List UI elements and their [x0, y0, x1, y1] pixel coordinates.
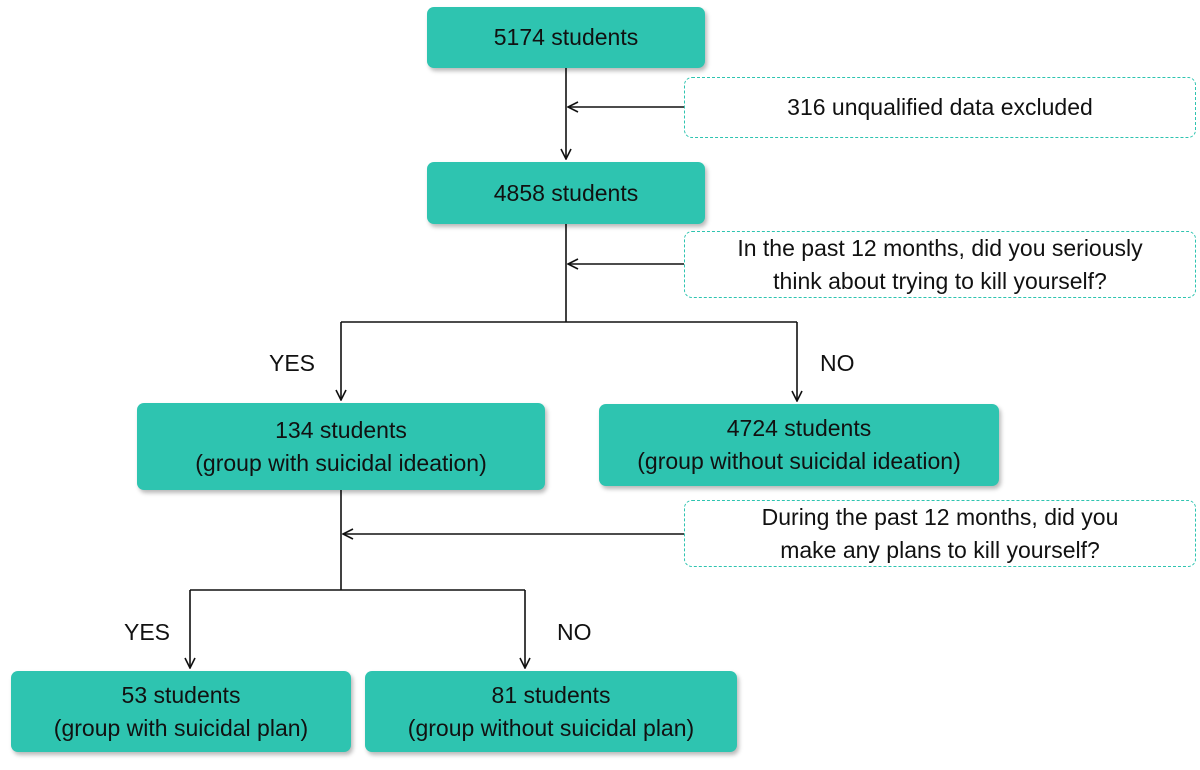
node-ideation-yes-line1: 134 students: [275, 416, 407, 443]
branch-label-yes-2: YES: [124, 619, 171, 645]
node-qualified-line1: 4858 students: [493, 179, 639, 206]
node-question-plan: During the past 12 months, did you make …: [684, 500, 1196, 567]
node-question-ideation-line1: In the past 12 months, did you seriously: [737, 234, 1143, 261]
node-excluded-note: 316 unqualified data excluded: [684, 77, 1196, 138]
branch-label-no-2: NO: [557, 619, 592, 645]
node-total-students: 5174 students: [427, 7, 705, 68]
node-ideation-no: 4724 students (group without suicidal id…: [599, 404, 999, 486]
node-ideation-yes: 134 students (group with suicidal ideati…: [137, 403, 545, 490]
node-plan-no: 81 students (group without suicidal plan…: [365, 671, 737, 752]
node-plan-no-line2: (group without suicidal plan): [407, 714, 695, 741]
branch-label-no-1: NO: [820, 350, 855, 376]
node-plan-yes-line1: 53 students: [121, 681, 241, 708]
node-plan-yes-line2: (group with suicidal plan): [53, 714, 309, 741]
node-ideation-no-line1: 4724 students: [726, 415, 872, 441]
node-total-line1: 5174 students: [493, 24, 639, 50]
node-excluded-line1: 316 unqualified data excluded: [787, 94, 1093, 120]
node-question-plan-line1: During the past 12 months, did you: [761, 503, 1119, 530]
node-question-ideation-line2: think about trying to kill yourself?: [773, 267, 1107, 294]
node-ideation-no-line2: (group without suicidal ideation): [637, 448, 961, 474]
node-question-plan-line2: make any plans to kill yourself?: [780, 536, 1100, 563]
node-plan-yes: 53 students (group with suicidal plan): [11, 671, 351, 752]
branch-label-yes-1: YES: [269, 350, 316, 376]
node-question-ideation: In the past 12 months, did you seriously…: [684, 231, 1196, 298]
node-plan-no-line1: 81 students: [491, 681, 611, 708]
node-qualified-students: 4858 students: [427, 162, 705, 224]
node-ideation-yes-line2: (group with suicidal ideation): [195, 449, 487, 476]
